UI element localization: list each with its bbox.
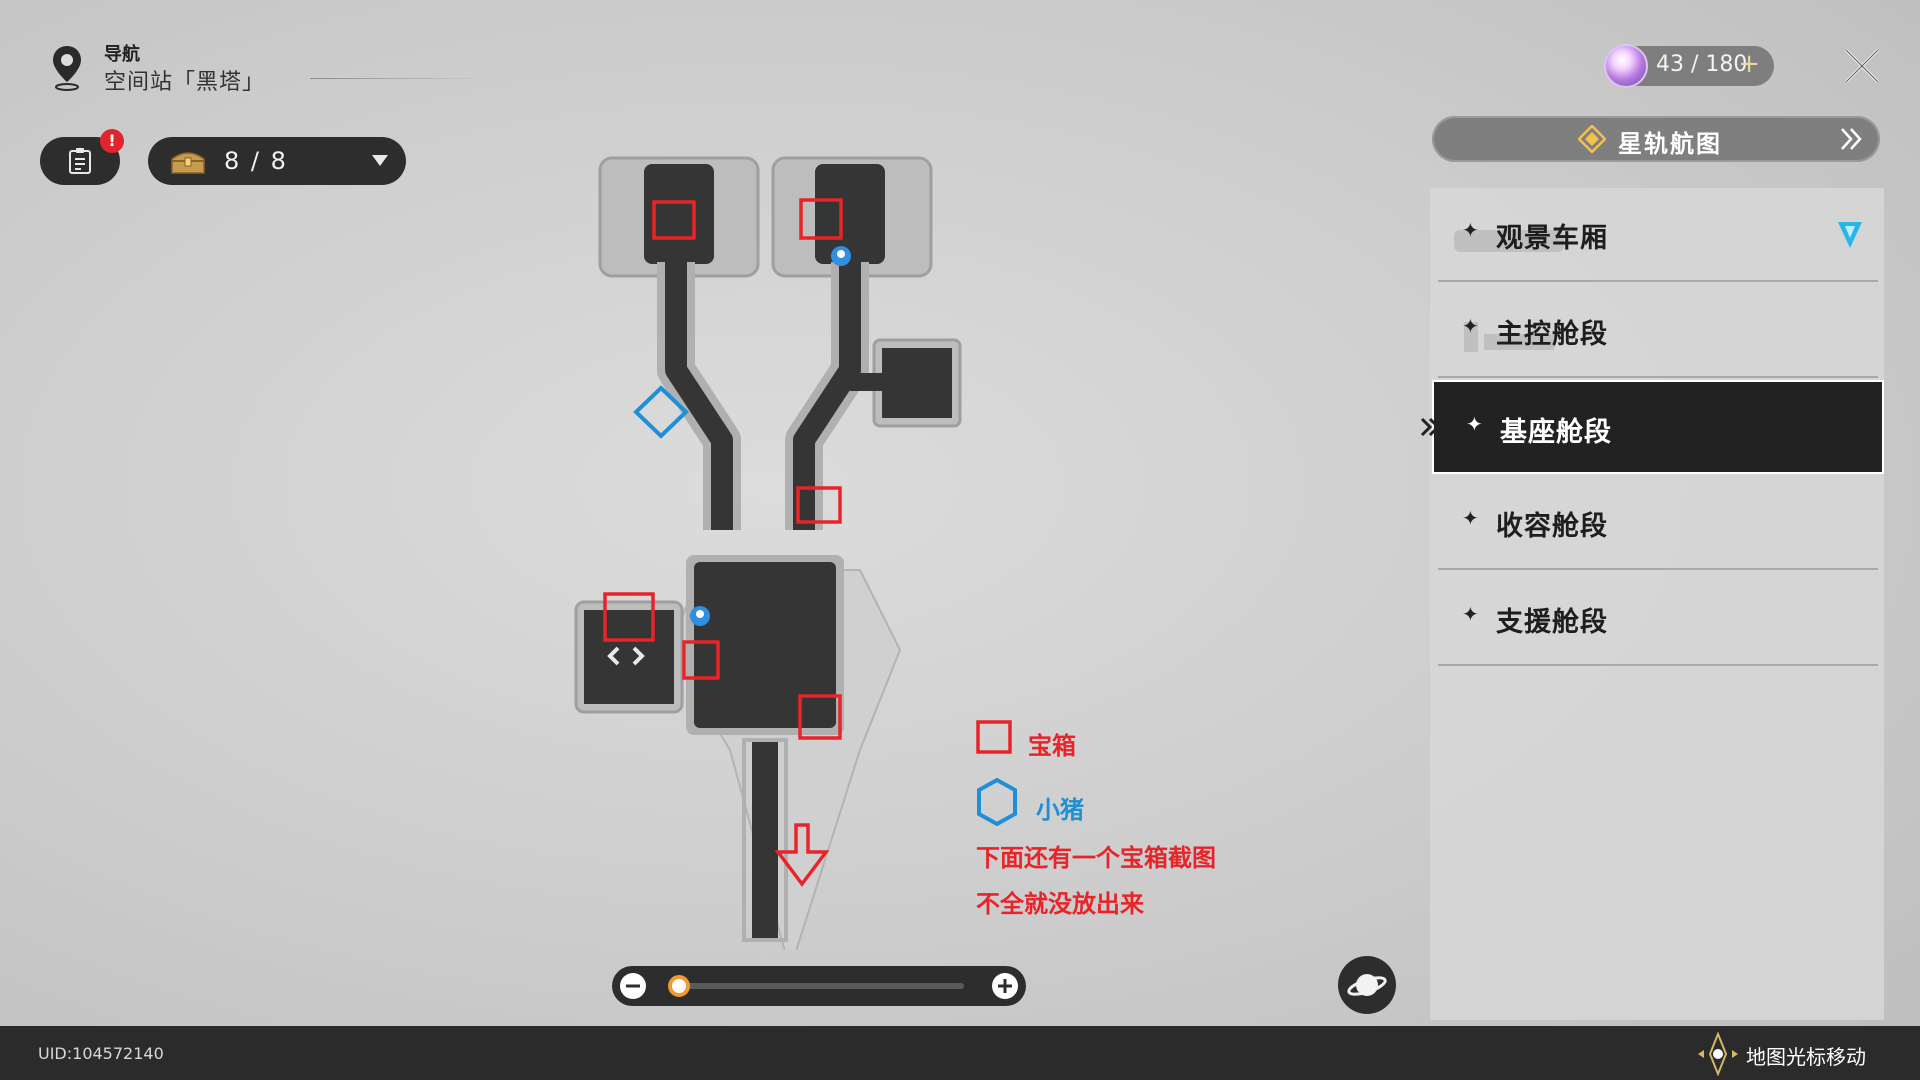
player-uid: UID:104572140 [38,1044,164,1063]
space-anchor-icon [831,246,851,266]
floor-name: 收容舱段 [1496,511,1608,542]
floor-item-observation-car[interactable]: ✦ 观景车厢 [1430,188,1884,282]
station-silhouette-icon [1464,322,1554,352]
floor-star-icon: ✦ [1462,506,1479,530]
star-rail-icon [1578,125,1606,153]
stamina-display[interactable]: 43 / 180 + [1604,44,1774,88]
nav-label: 导航 [104,44,140,65]
star-rail-map-label: 星轨航图 [1618,130,1722,158]
floor-name: 主控舱段 [1496,319,1608,350]
trailblaze-power-orb-icon [1604,44,1648,88]
current-location-marker-icon [1838,222,1862,248]
floor-divider [1438,568,1878,570]
planet-icon [1347,974,1387,996]
legend-pig-label: 小猪 [1036,796,1084,824]
stamina-add-button[interactable]: + [1738,49,1760,79]
zoom-out-button[interactable] [616,969,650,1003]
floor-divider [1438,280,1878,282]
chest-counter-dropdown[interactable]: 8 / 8 [148,137,406,185]
floor-star-icon: ✦ [1466,412,1483,436]
zoom-in-button[interactable] [988,969,1022,1003]
floor-star-icon: ✦ [1462,218,1479,242]
pig-marker [633,385,689,439]
chest-marker [796,486,842,524]
chest-marker [603,592,655,642]
legend-pig-hexagon-icon [977,778,1017,826]
nav-divider [310,78,490,79]
star-rail-map-button[interactable]: 星轨航图 [1432,116,1880,162]
treasure-chest-icon [171,152,205,174]
double-chevron-right-icon [1841,128,1862,150]
floor-star-icon: ✦ [1462,602,1479,626]
cursor-hint-label: 地图光标移动 [1746,1045,1866,1069]
annotation-note-line1: 下面还有一个宝箱截图 [976,844,1216,872]
legend-chest-label: 宝箱 [1028,732,1076,760]
down-arrow-annotation [774,823,830,887]
floor-item-base-zone[interactable]: ✦ 基座舱段 [1432,380,1884,474]
planet-button[interactable] [1338,956,1396,1014]
floor-list-panel: ✦ 观景车厢 ✦ 主控舱段 ✦ 基座舱段 ✦ 收容舱段 ✦ 支援舱段 [1430,188,1884,1020]
location-name: 空间站「黑塔」 [104,70,266,95]
chest-marker [799,198,843,240]
floor-divider [1438,664,1878,666]
mission-button[interactable]: ! [40,129,124,185]
close-icon[interactable] [1840,44,1884,88]
floor-item-supply-zone[interactable]: ✦ 支援舱段 [1430,572,1884,666]
train-silhouette-icon [1454,230,1564,252]
stamina-value: 43 / 180 [1656,52,1748,77]
alert-badge: ! [100,129,124,153]
floor-name: 支援舱段 [1496,607,1608,638]
space-anchor-icon [690,606,710,626]
chest-marker [652,200,696,240]
floor-star-icon: ✦ [1462,314,1479,338]
navigation-header: 导航 空间站「黑塔」 [48,40,490,100]
dpad-icon [1698,1032,1738,1076]
floor-item-master-control[interactable]: ✦ 主控舱段 [1430,284,1884,378]
zoom-slider-thumb[interactable] [668,975,690,997]
chest-marker [798,694,842,740]
zoom-slider-track[interactable] [672,983,964,989]
floor-divider [1438,376,1878,378]
chest-marker [682,640,720,680]
location-pin-icon [53,46,81,91]
legend-chest-square-icon [976,720,1012,754]
map-corridor-bottom [752,740,778,940]
clipboard-icon [69,148,91,174]
active-floor-pointer-icon [1420,417,1440,437]
floor-item-storage-zone[interactable]: ✦ 收容舱段 [1430,476,1884,570]
bottom-status-bar [0,1026,1920,1080]
map-view[interactable] [560,150,1020,950]
chest-count: 8 / 8 [224,147,288,175]
annotation-note-line2: 不全就没放出来 [976,890,1144,918]
chevron-down-icon [372,155,388,166]
zoom-control [612,966,1026,1006]
floor-name: 基座舱段 [1500,417,1612,448]
floor-name: 观景车厢 [1496,223,1608,254]
